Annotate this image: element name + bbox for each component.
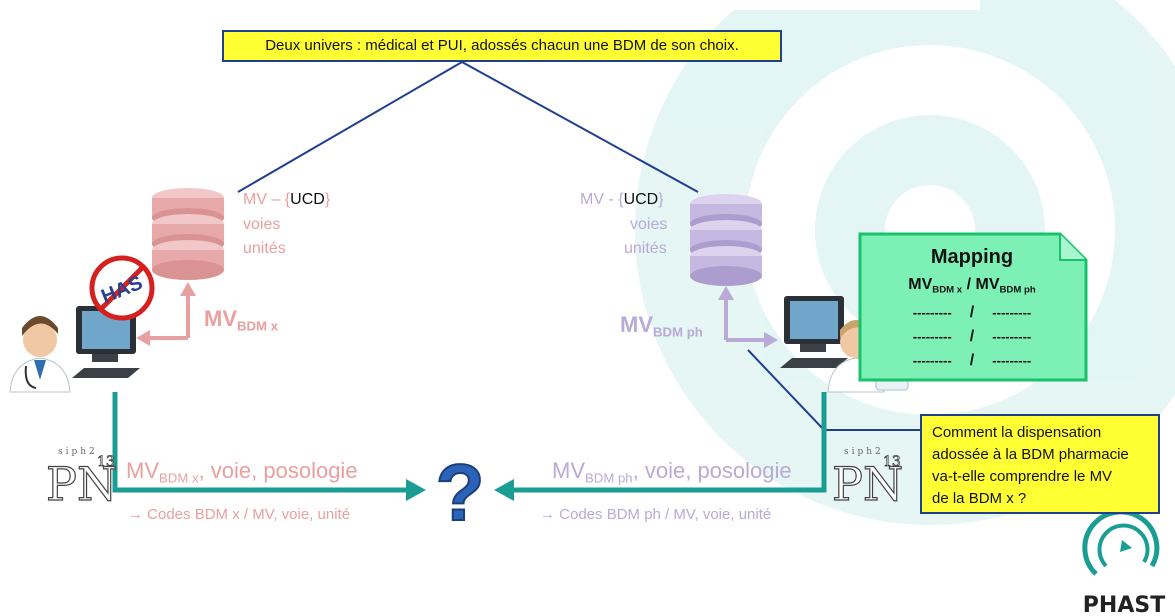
database-right-icon <box>690 194 762 286</box>
pn-logo-right-top: siph2 <box>844 447 884 457</box>
bottom-right-codes: → Codes BDM ph / MV, voie, unité <box>540 506 772 523</box>
pn-logo-left-top: siph2 <box>58 447 98 457</box>
pn-logo-left-text: PN <box>46 457 117 511</box>
right-callout-line: va-t-elle comprendre le MV <box>932 468 1113 485</box>
connector-left <box>237 61 463 193</box>
mapping-box <box>858 232 1088 382</box>
question-mark-icon: ? <box>435 447 486 538</box>
right-callout-line: Comment la dispensation <box>932 424 1102 441</box>
right-db-label-unites: unités <box>624 240 667 257</box>
top-callout: Deux univers : médical et PUI, adossés c… <box>222 30 782 62</box>
left-db-label-mv: MV – {UCD} <box>243 191 331 208</box>
mapping-header: MVBDM x / MVBDM ph <box>908 276 1036 296</box>
connector-right <box>461 61 699 193</box>
bottom-left-flow-label: MVBDM x, voie, posologie <box>126 458 358 486</box>
phast-logo: PHAST <box>1082 509 1165 616</box>
mapping-content: Mapping MVBDM x / MVBDM ph --------- / -… <box>858 232 1086 380</box>
right-callout: Comment la dispensation adossée à la BDM… <box>920 414 1160 514</box>
left-db-label-unites: unités <box>243 240 286 257</box>
left-db-label-voies: voies <box>243 216 281 233</box>
top-callout-text: Deux univers : médical et PUI, adossés c… <box>265 37 739 54</box>
right-callout-line: adossée à la BDM pharmacie <box>932 446 1129 463</box>
pn-logo-left: PN 13 siph2 <box>45 447 117 512</box>
left-db-link-arrow <box>136 282 196 346</box>
pn-logo-right-text: PN <box>832 457 903 511</box>
question-mark-text: ? <box>436 448 485 537</box>
mapping-row: --------- / --------- <box>912 352 1032 369</box>
mapping-title: Mapping <box>930 246 1014 268</box>
mapping-row: --------- / --------- <box>912 304 1032 321</box>
bottom-left-codes: → Codes BDM x / MV, voie, unité <box>128 506 351 523</box>
database-left-icon <box>152 188 224 280</box>
left-db-ucd: UCD <box>290 191 325 208</box>
pn-logo-left-super: 13 <box>97 454 115 470</box>
flow-left-arrow <box>112 392 426 501</box>
has-logo: HAS <box>89 255 155 321</box>
right-callout-line: de la BDM x ? <box>932 490 1027 507</box>
right-db-label-voies: voies <box>630 216 668 233</box>
right-db-ucd: UCD <box>623 191 659 208</box>
mapping-row: --------- / --------- <box>912 328 1032 345</box>
pn-logo-right-super: 13 <box>883 454 901 470</box>
right-db-label-mv: MV - {UCD} <box>580 191 664 208</box>
pn-logo-right: PN 13 siph2 <box>831 447 903 512</box>
left-mv-label: MVBDM x <box>204 306 279 334</box>
doctor-computer-icon <box>9 306 140 393</box>
flow-right-arrow <box>494 392 827 501</box>
right-db-link-arrow <box>718 286 778 348</box>
right-mv-label: MVBDM ph <box>620 312 703 340</box>
bottom-right-flow-label: MVBDM ph, voie, posologie <box>552 458 792 486</box>
phast-logo-text: PHAST <box>1083 593 1165 616</box>
